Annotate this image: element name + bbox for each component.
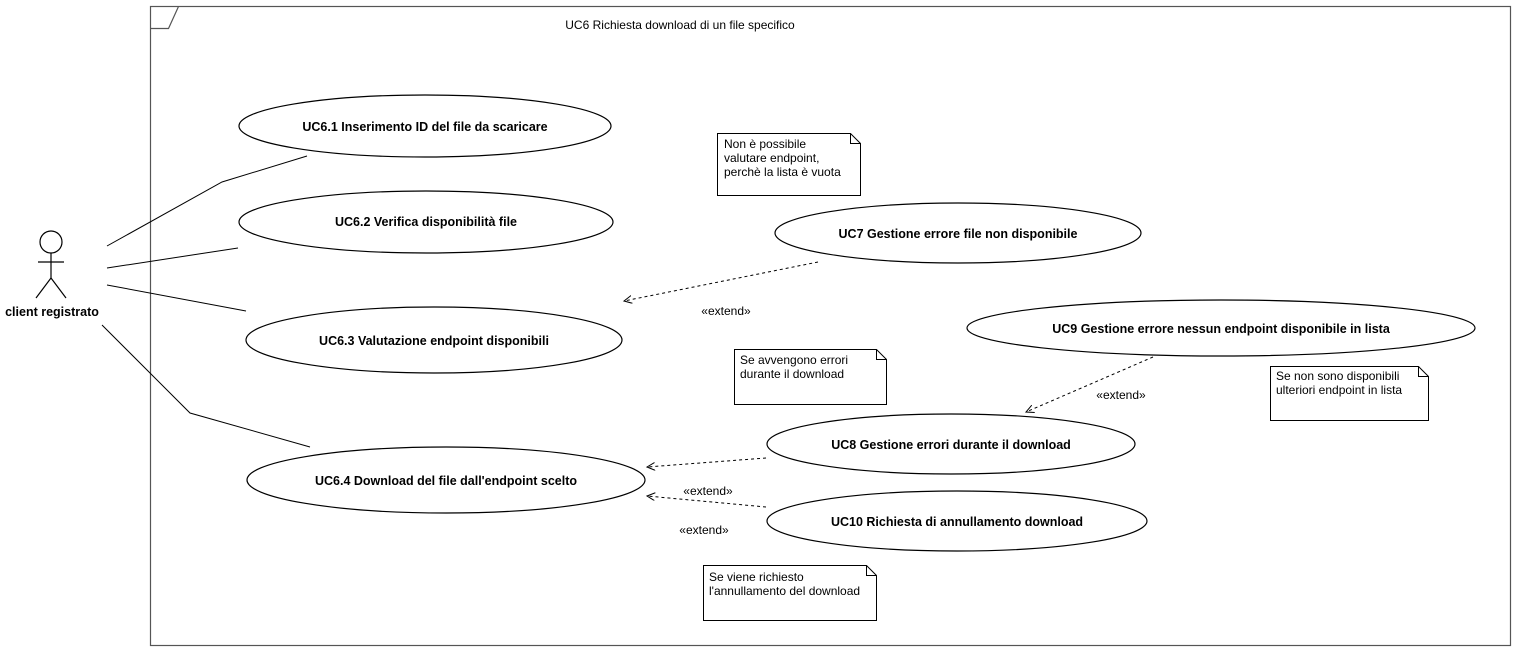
actor-client-registrato[interactable]: client registrato xyxy=(5,230,99,319)
association-uc6-2 xyxy=(106,247,239,269)
actor-label: client registrato xyxy=(5,305,99,319)
svg-text:UC8 Gestione errori durante il: UC8 Gestione errori durante il download xyxy=(831,438,1071,452)
svg-text:perchè la lista è vuota: perchè la lista è vuota xyxy=(724,165,841,179)
association-uc6-3 xyxy=(106,284,247,312)
extend-label-uc9: «extend» xyxy=(1096,388,1146,402)
svg-text:l'annullamento del download: l'annullamento del download xyxy=(709,584,860,598)
svg-text:UC6.1 Inserimento ID del file: UC6.1 Inserimento ID del file da scarica… xyxy=(302,120,547,134)
actor-left-leg xyxy=(35,277,52,299)
association-uc6-1 xyxy=(106,155,308,247)
use-case-uc6-2[interactable]: UC6.2 Verifica disponibilità file xyxy=(238,190,614,254)
extend-label-uc7: «extend» xyxy=(701,304,751,318)
use-case-uc7[interactable]: UC7 Gestione errore file non disponibile xyxy=(774,202,1142,264)
svg-text:durante il download: durante il download xyxy=(740,367,844,381)
svg-text:Se viene richiesto: Se viene richiesto xyxy=(709,570,804,584)
svg-text:UC7 Gestione errore file non d: UC7 Gestione errore file non disponibile xyxy=(839,227,1078,241)
extend-label-uc8: «extend» xyxy=(683,484,733,498)
svg-text:Se avvengono errori: Se avvengono errori xyxy=(740,353,848,367)
extend-arrow-uc10-to-uc6-4 xyxy=(647,496,767,508)
use-case-uc9[interactable]: UC9 Gestione errore nessun endpoint disp… xyxy=(966,299,1476,357)
actor-right-leg xyxy=(50,277,67,299)
use-case-uc8[interactable]: UC8 Gestione errori durante il download xyxy=(766,413,1136,475)
extend-arrow-uc8-to-uc6-4 xyxy=(647,457,767,467)
note-download-errors: Se avvengono errori durante il download xyxy=(734,349,887,405)
use-case-uc6-3[interactable]: UC6.3 Valutazione endpoint disponibili xyxy=(245,306,623,374)
note-empty-list: Non è possibile valutare endpoint, perch… xyxy=(717,133,861,196)
use-case-uc10[interactable]: UC10 Richiesta di annullamento download xyxy=(766,490,1148,552)
diagram-title: UC6 Richiesta download di un file specif… xyxy=(565,18,795,32)
frame-corner-tab xyxy=(150,6,180,30)
association-uc6-4 xyxy=(101,324,311,448)
svg-text:valutare endpoint,: valutare endpoint, xyxy=(724,151,819,165)
actor-head xyxy=(39,230,63,254)
extend-arrow-uc9-to-uc8 xyxy=(1026,356,1154,412)
svg-text:Se non sono disponibili: Se non sono disponibili xyxy=(1276,369,1399,383)
svg-text:UC9 Gestione errore nessun end: UC9 Gestione errore nessun endpoint disp… xyxy=(1052,322,1391,336)
svg-text:UC6.3 Valutazione endpoint dis: UC6.3 Valutazione endpoint disponibili xyxy=(319,334,549,348)
svg-text:Non è possibile: Non è possibile xyxy=(724,137,806,151)
note-cancel-download: Se viene richiesto l'annullamento del do… xyxy=(703,565,877,621)
svg-text:ulteriori endpoint in lista: ulteriori endpoint in lista xyxy=(1276,383,1402,397)
extend-arrow-uc7-to-uc6-3 xyxy=(624,261,819,301)
note-no-more-endpoints: Se non sono disponibili ulteriori endpoi… xyxy=(1270,366,1429,421)
extend-label-uc10: «extend» xyxy=(679,523,729,537)
use-case-uc6-1[interactable]: UC6.1 Inserimento ID del file da scarica… xyxy=(238,94,612,158)
svg-text:UC6.4 Download del file dall'e: UC6.4 Download del file dall'endpoint sc… xyxy=(315,474,577,488)
use-case-uc6-4[interactable]: UC6.4 Download del file dall'endpoint sc… xyxy=(246,446,646,514)
svg-text:UC10 Richiesta di annullamento: UC10 Richiesta di annullamento download xyxy=(831,515,1083,529)
svg-text:UC6.2 Verifica disponibilità f: UC6.2 Verifica disponibilità file xyxy=(335,215,517,229)
